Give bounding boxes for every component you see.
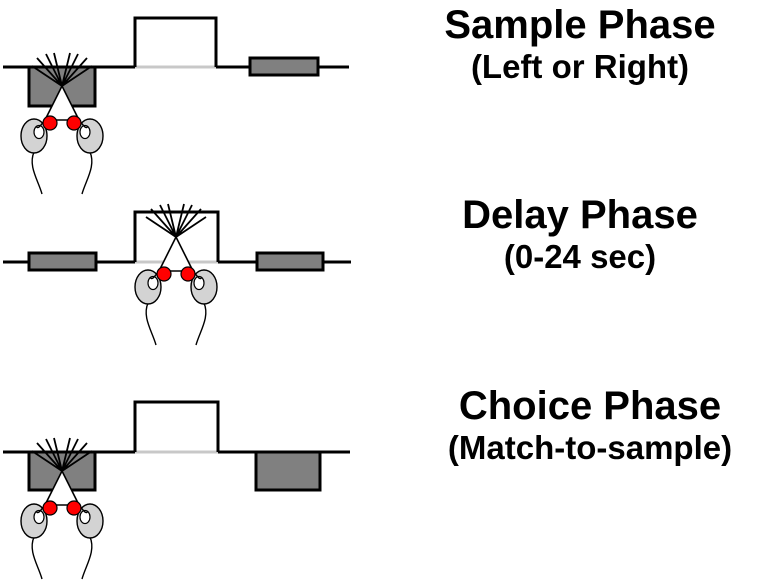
- right-arm-blocked: [255, 251, 325, 272]
- phase-title: Delay Phase: [462, 193, 698, 237]
- sample-phase-label: Sample Phase (Left or Right): [400, 2, 760, 86]
- delay-phase-label: Delay Phase (0-24 sec): [400, 192, 760, 276]
- phase-title: Sample Phase: [444, 3, 716, 47]
- delay-phase-maze: [3, 203, 351, 346]
- rodent-icon: [134, 203, 218, 346]
- phase-subtitle: (Match-to-sample): [447, 429, 733, 466]
- start-box: [133, 16, 218, 67]
- start-box: [133, 400, 220, 452]
- phase-subtitle: (0-24 sec): [503, 238, 657, 275]
- right-arm-open: [254, 450, 322, 492]
- start-box: [133, 210, 220, 262]
- phase-subtitle: (Left or Right): [470, 48, 690, 85]
- choice-phase-maze: [3, 400, 350, 580]
- right-arm-blocked: [248, 56, 320, 77]
- phase-title: Choice Phase: [458, 384, 722, 428]
- sample-phase-maze: [3, 16, 349, 195]
- choice-phase-label: Choice Phase (Match-to-sample): [410, 383, 766, 467]
- left-arm-blocked: [27, 251, 98, 272]
